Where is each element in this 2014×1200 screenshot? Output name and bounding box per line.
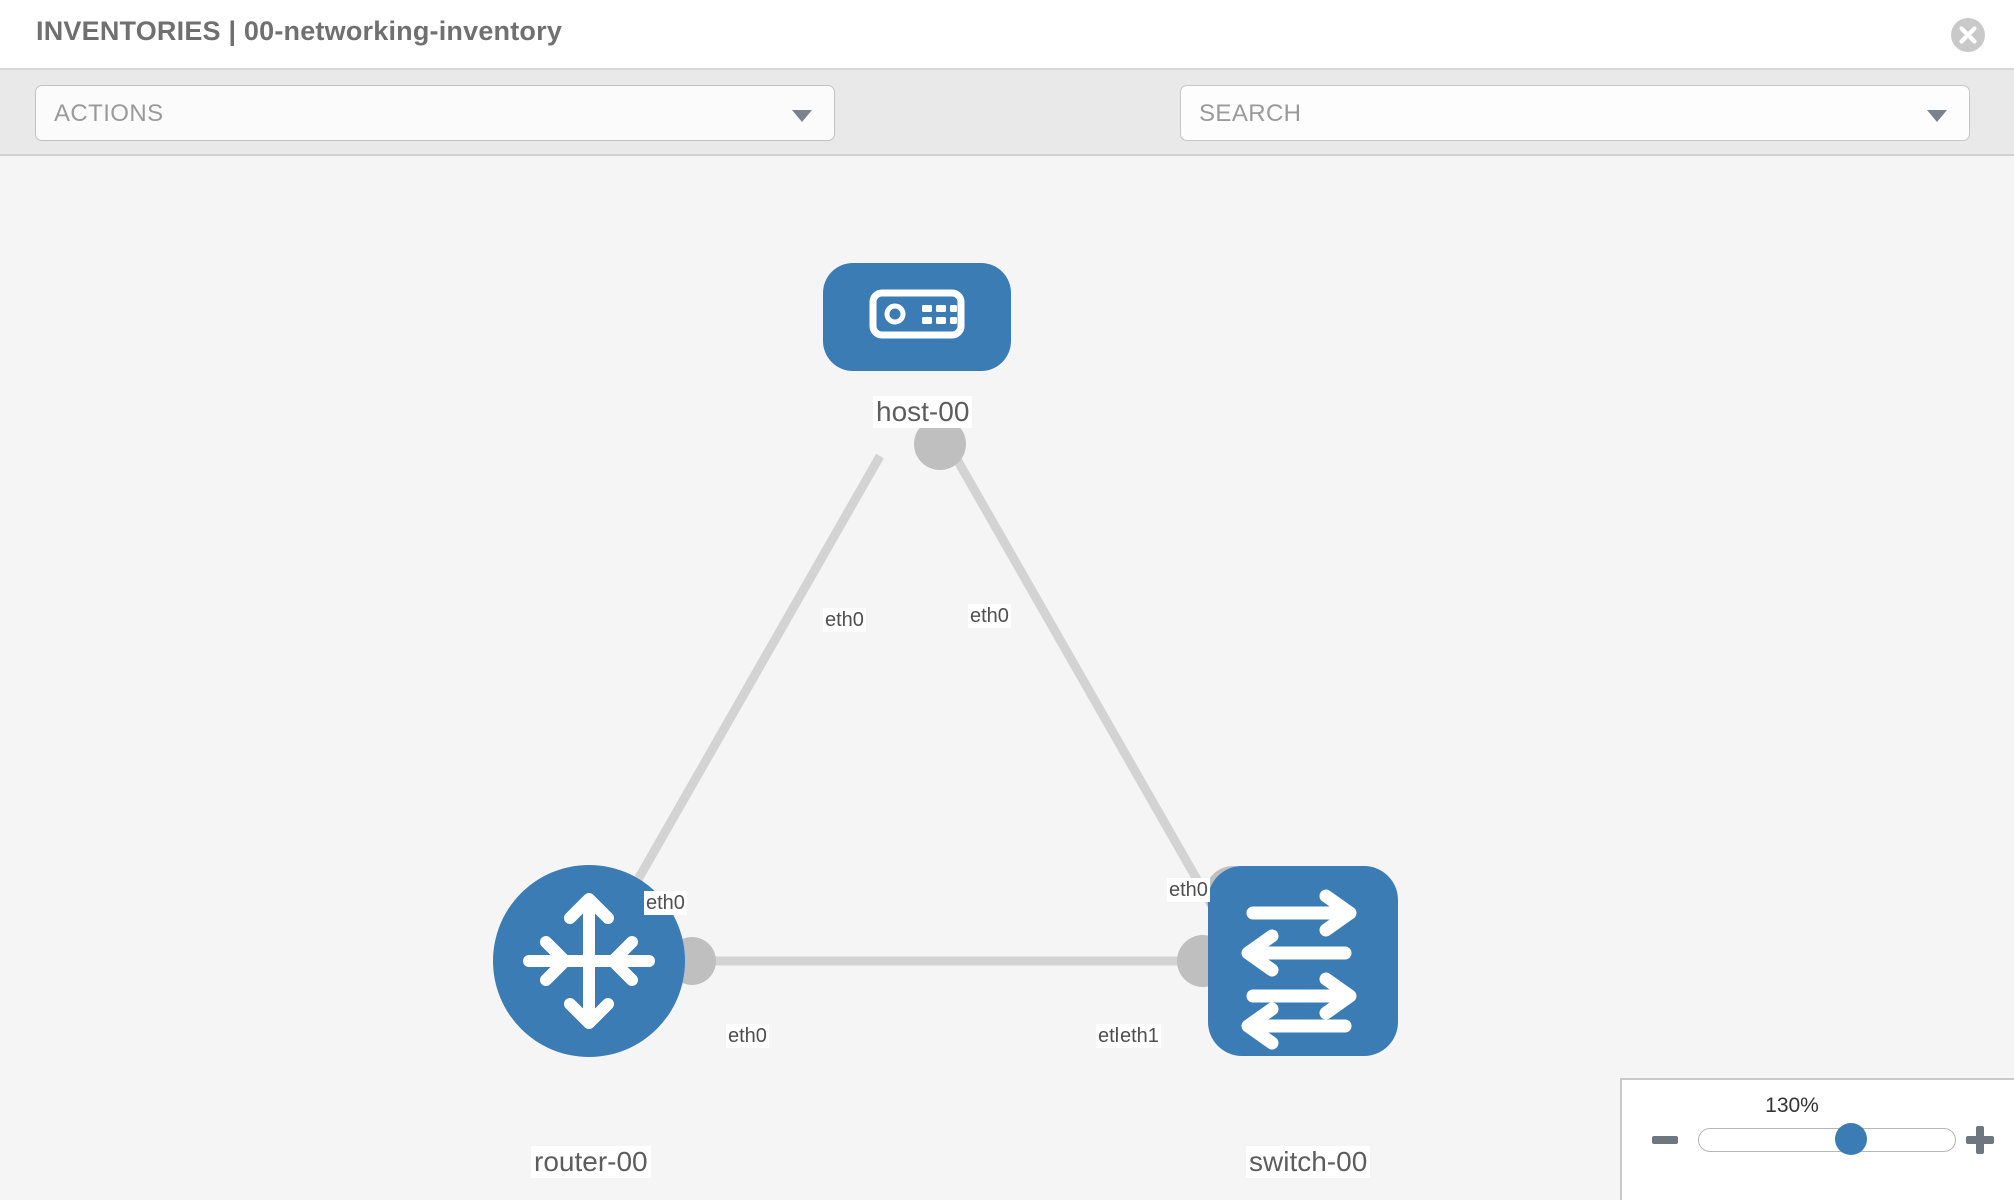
node-label-switch-00: switch-00 xyxy=(1246,1146,1371,1179)
zoom-out-button[interactable] xyxy=(1652,1136,1678,1144)
topology-graph xyxy=(493,263,1398,1057)
iface-label-switch-to-host: eth0 xyxy=(1167,878,1210,902)
toolbar: ACTIONS SEARCH xyxy=(0,70,2014,199)
server-icon xyxy=(869,289,965,339)
search-placeholder: SEARCH xyxy=(1199,100,1302,127)
chevron-down-icon xyxy=(792,110,812,122)
iface-label-host-to-switch: eth0 xyxy=(968,604,1011,628)
actions-dropdown[interactable]: ACTIONS xyxy=(35,85,835,141)
zoom-in-button[interactable] xyxy=(1966,1126,1994,1154)
router-arrows-icon xyxy=(523,893,655,1029)
close-icon[interactable] xyxy=(1950,17,1986,53)
node-label-host-00: host-00 xyxy=(873,396,973,429)
topology-canvas[interactable]: host-00 router-00 switch-00 eth0 eth0 et… xyxy=(0,156,2014,1200)
node-switch-00[interactable] xyxy=(1208,866,1398,1056)
node-router-00[interactable] xyxy=(493,865,685,1057)
iface-label-switch-to-router: eth1 xyxy=(1118,1024,1161,1048)
switch-arrows-icon xyxy=(1241,889,1357,1050)
topology-links xyxy=(596,453,1240,966)
actions-dropdown-label: ACTIONS xyxy=(54,100,164,127)
zoom-slider-thumb[interactable] xyxy=(1835,1123,1867,1155)
iface-label-router-to-host: eth0 xyxy=(644,891,687,915)
search-input[interactable]: SEARCH xyxy=(1180,85,1970,141)
zoom-slider[interactable] xyxy=(1698,1123,1956,1155)
node-label-router-00: router-00 xyxy=(531,1146,651,1179)
link-host-router[interactable] xyxy=(596,453,884,949)
iface-label-host-to-router: eth0 xyxy=(823,608,866,632)
page-header: INVENTORIES | 00-networking-inventory xyxy=(0,0,2014,70)
zoom-control-panel: 130% xyxy=(1620,1078,2014,1200)
node-host-00[interactable] xyxy=(823,263,1011,371)
chevron-down-icon[interactable] xyxy=(1927,110,1947,122)
interface-dot-host[interactable] xyxy=(914,418,966,470)
zoom-percent-label: 130% xyxy=(1765,1094,1819,1117)
page-title: INVENTORIES | 00-networking-inventory xyxy=(36,16,563,46)
link-host-switch[interactable] xyxy=(951,453,1239,949)
iface-label-router-to-switch: eth0 xyxy=(726,1024,769,1048)
